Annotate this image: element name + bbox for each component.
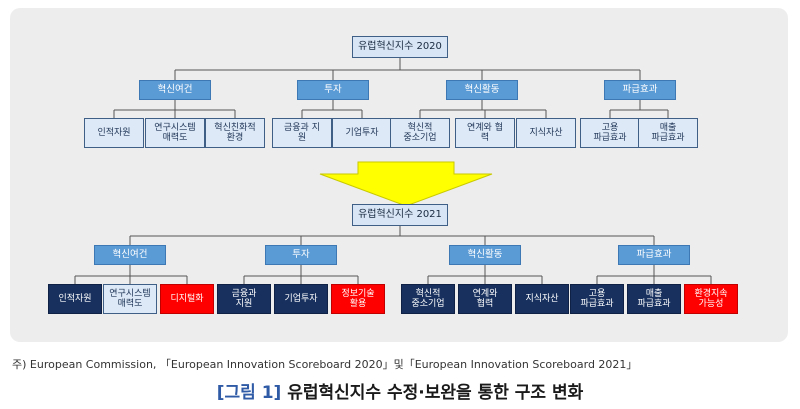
indicator-node-2021: 기업투자 bbox=[274, 284, 328, 314]
indicator-node-2020: 고용 파급효과 bbox=[580, 118, 640, 148]
category-node-2020: 파급효과 bbox=[604, 80, 676, 100]
indicator-node-2021: 매출 파급효과 bbox=[627, 284, 681, 314]
indicator-node-2021: 인적자원 bbox=[48, 284, 102, 314]
category-node-2021: 파급효과 bbox=[618, 245, 690, 265]
indicator-node-2021: 고용 파급효과 bbox=[570, 284, 624, 314]
source-note: 주) European Commission, 「European Innova… bbox=[12, 358, 638, 371]
indicator-node-2020: 연구시스템 매력도 bbox=[145, 118, 205, 148]
indicator-node-2020: 기업투자 bbox=[332, 118, 392, 148]
indicator-node-2021: 연구시스템 매력도 bbox=[103, 284, 157, 314]
category-node-2020: 혁신활동 bbox=[446, 80, 518, 100]
indicator-node-2020: 혁신친화적 환경 bbox=[205, 118, 265, 148]
indicator-node-2020: 인적자원 bbox=[84, 118, 144, 148]
figure-caption: [그림 1] 유럽혁신지수 수정·보완을 통한 구조 변화 bbox=[0, 378, 800, 403]
transition-arrow-icon bbox=[319, 161, 493, 207]
category-node-2021: 혁신활동 bbox=[449, 245, 521, 265]
indicator-node-2021: 디지털화 bbox=[160, 284, 214, 314]
category-node-2020: 투자 bbox=[297, 80, 369, 100]
figure-title: 유럽혁신지수 수정·보완을 통한 구조 변화 bbox=[287, 383, 584, 403]
indicator-node-2021: 연계와 협력 bbox=[458, 284, 512, 314]
indicator-node-2021: 혁신적 중소기업 bbox=[401, 284, 455, 314]
category-node-2021: 혁신여건 bbox=[94, 245, 166, 265]
indicator-node-2020: 매출 파급효과 bbox=[638, 118, 698, 148]
category-node-2021: 투자 bbox=[265, 245, 337, 265]
indicator-node-2021: 금융과 지원 bbox=[217, 284, 271, 314]
root-node-2021: 유럽혁신지수 2021 bbox=[352, 204, 448, 226]
indicator-node-2020: 혁신적 중소기업 bbox=[390, 118, 450, 148]
indicator-node-2021: 정보기술 활용 bbox=[331, 284, 385, 314]
root-node-2020: 유럽혁신지수 2020 bbox=[352, 36, 448, 58]
figure-number: [그림 1] bbox=[216, 383, 282, 403]
indicator-node-2020: 지식자산 bbox=[516, 118, 576, 148]
indicator-node-2020: 연계와 협 력 bbox=[455, 118, 515, 148]
indicator-node-2020: 금융과 지 원 bbox=[272, 118, 332, 148]
indicator-node-2021: 지식자산 bbox=[515, 284, 569, 314]
category-node-2020: 혁신여건 bbox=[139, 80, 211, 100]
indicator-node-2021: 환경지속 가능성 bbox=[684, 284, 738, 314]
